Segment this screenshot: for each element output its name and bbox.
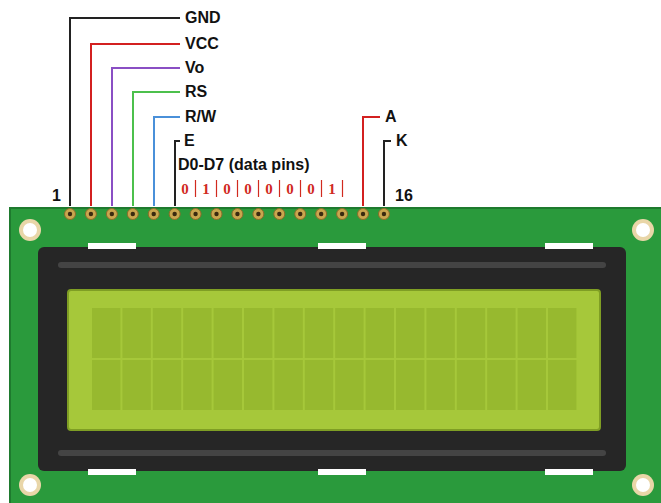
char-cell [457,360,485,410]
pin-pad [337,209,348,220]
bit-value: 0 [286,180,294,198]
char-cell [457,308,485,358]
leader-lines [70,18,391,206]
char-cell [518,360,546,410]
bit-value: 0 [307,180,315,198]
char-cell [487,360,515,410]
pcb-board [10,208,661,503]
char-cell [122,308,150,358]
pin-pad [274,209,285,220]
bezel-stripe [58,450,606,456]
char-cell [548,360,576,410]
char-cell [305,308,333,358]
char-cell [153,360,181,410]
char-cell [244,308,272,358]
char-cell [366,308,394,358]
char-cell [396,360,424,410]
pin-name: GND [185,9,221,27]
char-cell [396,308,424,358]
pin-name: R/W [185,108,216,126]
char-cell [274,360,302,410]
pin-pad [316,209,327,220]
pin-pad [190,209,201,220]
pin-name: E [184,132,195,150]
bit-value: 0 [223,180,231,198]
pin-pad [127,209,138,220]
bit-value: 1 [328,180,336,198]
char-cell [183,308,211,358]
header-pins [65,209,390,220]
pin-name: RS [185,83,207,101]
char-cell [122,360,150,410]
char-cell [426,308,454,358]
pin-pad [211,209,222,220]
char-cell [548,308,576,358]
lcd-bezel [38,247,626,471]
character-cells [92,308,576,410]
pin-pad [65,209,76,220]
bit-value: 1 [202,180,210,198]
char-cell [92,308,120,358]
lcd-screen [68,290,600,430]
char-cell [487,308,515,358]
pin-number: 16 [395,187,413,205]
pin-name: Vo [185,59,204,77]
char-cell [305,360,333,410]
pin-pad [253,209,264,220]
pin-pad [85,209,96,220]
pin-pad [148,209,159,220]
pin-pad [378,209,389,220]
char-cell [518,308,546,358]
mounting-holes [19,219,654,496]
char-cell [183,360,211,410]
pin-pad [232,209,243,220]
pin-group-name: D0-D7 (data pins) [178,156,310,174]
pin-name: A [385,108,397,126]
pin-pad [358,209,369,220]
pin-pad [295,209,306,220]
char-cell [244,360,272,410]
pin-pad [106,209,117,220]
char-cell [153,308,181,358]
char-cell [214,308,242,358]
char-cell [335,360,363,410]
char-cell [92,360,120,410]
pin-number: 1 [52,187,61,205]
char-cell [214,360,242,410]
bit-value: 0 [244,180,252,198]
bit-value: 0 [181,180,189,198]
char-cell [274,308,302,358]
pin-name: VCC [185,35,219,53]
bit-value: 0 [265,180,273,198]
bezel-stripe [58,262,606,268]
char-cell [426,360,454,410]
char-cell [366,360,394,410]
char-cell [335,308,363,358]
bit-separators [196,180,343,197]
pin-name: K [396,132,408,150]
pin-pad [169,209,180,220]
